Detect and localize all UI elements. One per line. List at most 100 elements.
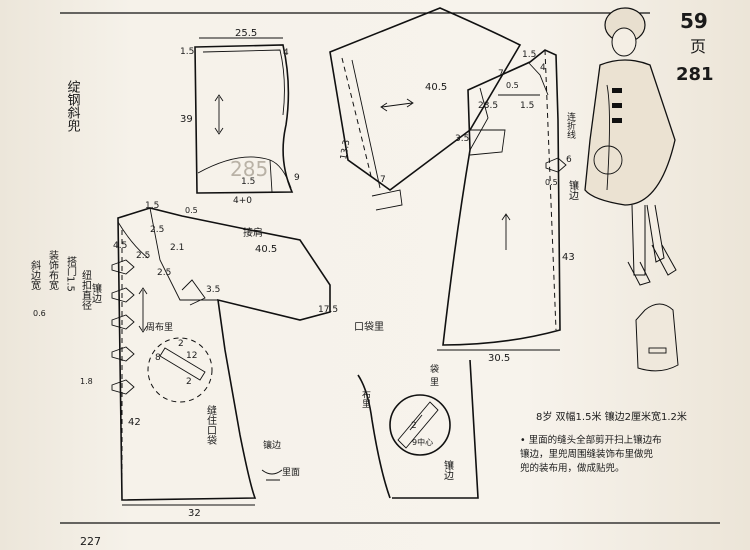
cap-d: 1.5	[520, 101, 534, 111]
girl-illustration	[584, 7, 677, 286]
back-pocket-label: 口袋里	[354, 320, 384, 333]
button-5	[111, 379, 135, 395]
trim-label-2: 镶边	[263, 439, 281, 451]
sleeve-cuff	[371, 189, 403, 211]
front-length: 42	[128, 417, 141, 428]
button-b: 0.5	[545, 178, 558, 187]
front-armhole-dim: 3.5	[206, 285, 220, 295]
hood-height: 39	[180, 114, 193, 125]
back-length: 43	[562, 252, 575, 263]
trim-sketch	[261, 469, 283, 481]
page-number: 227	[80, 535, 101, 548]
back-button	[545, 157, 567, 173]
sleeve-length: 40.5	[425, 82, 447, 93]
back-grain	[501, 213, 511, 250]
coat-pocket	[593, 145, 623, 175]
pocket-circle	[147, 337, 213, 403]
neck-a: 4.5	[113, 241, 127, 251]
sleeve-outline	[329, 7, 522, 191]
front-grain-heads	[138, 287, 148, 333]
header-number: 59	[680, 9, 708, 33]
hood-bottom-inset: 1.5	[241, 177, 255, 187]
back-hem-width: 30.5	[488, 353, 510, 364]
coat-button-2	[612, 103, 622, 108]
seam-label: 接肩	[243, 226, 263, 239]
hood-inner-top	[202, 49, 285, 116]
coat-button-3	[612, 118, 622, 123]
front-shoulder-a: 1.5	[145, 201, 159, 211]
margin-note-6: 0.6	[33, 309, 46, 318]
hood-dart	[269, 159, 273, 193]
pocket-label-c: 里	[430, 377, 439, 388]
neck-d: 2.1	[170, 243, 184, 253]
cap-a: 7	[498, 69, 504, 79]
pocket-label-b: 袋	[430, 363, 439, 375]
sew-pocket-label: 缝住口袋	[205, 404, 217, 445]
front-buttons	[111, 259, 135, 395]
armhole-line	[469, 87, 489, 151]
neck-line	[527, 61, 549, 96]
front-piece	[117, 207, 331, 506]
girl-coat	[584, 59, 676, 206]
hood-piece	[194, 37, 294, 194]
neck-c: 2.5	[150, 225, 164, 235]
header-unit: 页	[690, 37, 706, 56]
pocket-dim-b: 9中心	[412, 437, 433, 447]
sleeve-cuff-right: 7	[380, 175, 386, 185]
sleeve-grain-heads	[380, 98, 414, 112]
cap-top: 1.5	[522, 50, 536, 60]
note-line-3: 兜的装布用，做成贴兜。	[520, 462, 625, 474]
pocket-slash	[159, 347, 206, 381]
pocket-detail-circle	[389, 394, 451, 456]
note-line-2: 镶边，里兜周围缝装饰布里做兜	[520, 448, 654, 460]
sleeve-pocket-dim: 3.5	[455, 134, 469, 144]
hood-top-left: 1.5	[180, 47, 194, 57]
pocket-detail-slash	[397, 401, 439, 449]
pocket-a: 2	[178, 339, 184, 349]
button-4	[111, 346, 135, 362]
hood-curve	[197, 156, 292, 189]
sleeve-piece	[329, 7, 522, 211]
front-outline	[117, 207, 331, 501]
hood-outline	[194, 44, 294, 194]
front-neck-curve	[117, 221, 149, 259]
button-1	[111, 259, 135, 275]
girl-face	[611, 27, 637, 57]
pocket-detail	[357, 359, 479, 499]
button-2	[111, 287, 135, 303]
sleeve-seam-line	[351, 59, 381, 189]
margin-note-3: 1.8	[80, 377, 93, 386]
facing-label: 连折线	[565, 111, 576, 139]
margin-note-5: 斜边宽	[29, 259, 41, 291]
back-piece	[437, 49, 567, 351]
neck-b: 2.5	[136, 251, 150, 261]
neck-e: 2.5	[157, 268, 171, 278]
front-hem-width: 32	[188, 508, 201, 519]
front-sleeve-end: 17.5	[318, 305, 338, 315]
girl-boots	[627, 244, 677, 286]
pocket-circle-letter: 8	[155, 353, 161, 363]
front-armhole	[149, 207, 218, 301]
pocket-label-a: 布里	[360, 389, 371, 408]
pocket-dim-a: 2	[411, 421, 417, 431]
bleed-text: 285	[230, 157, 268, 181]
back-center-line	[544, 49, 557, 331]
button-3	[111, 314, 135, 330]
margin-note-1: 搭门1.5	[65, 255, 77, 292]
margin-note-2: 纽扣直径	[80, 269, 92, 310]
sleeve-cuff-left: 13.3	[339, 139, 352, 160]
hood-sketch	[635, 303, 679, 372]
pocket-trim-label: 镶边	[442, 459, 454, 481]
girl-legs	[631, 204, 665, 276]
sleeve-fold-line	[341, 57, 373, 181]
pocket-outline	[357, 359, 479, 499]
cap-c: 23.5	[478, 101, 498, 111]
hood-width: 25.5	[235, 28, 257, 39]
lining-label: 里面	[282, 467, 300, 478]
cap-e: 4	[540, 63, 546, 73]
back-trim-label: 镶边	[567, 179, 579, 201]
pocket-detail-center	[409, 414, 423, 431]
front-pocket-flap	[181, 279, 206, 306]
